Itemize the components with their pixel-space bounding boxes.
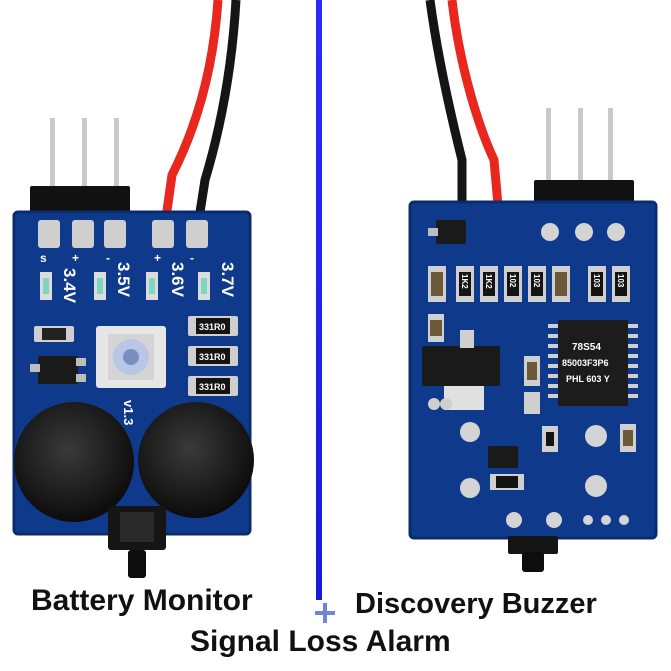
voltage-label: 3.7V xyxy=(218,262,237,298)
voltage-label: 3.4V xyxy=(60,268,79,304)
red-wire xyxy=(160,0,223,226)
resistor-label: 103 xyxy=(592,274,601,288)
header-pin xyxy=(114,118,119,198)
pin-sign: + xyxy=(72,251,79,265)
buzzer-left xyxy=(14,402,134,522)
resistor-label: 102 xyxy=(532,274,541,288)
voltage-regulator xyxy=(422,346,500,386)
black-wire xyxy=(193,0,241,226)
left-board: s + - + - 3.4V 3.5V 3.6V 3.7V 331R0 xyxy=(12,0,254,578)
caption-signal-loss-alarm: Signal Loss Alarm xyxy=(190,625,451,658)
resistor-label: 331R0 xyxy=(199,382,226,392)
voltage-label: 3.5V xyxy=(114,262,133,298)
version-label: v1.3 xyxy=(121,400,136,425)
pin-sign: s xyxy=(40,251,47,265)
buzzer-right xyxy=(138,402,254,518)
black-wire xyxy=(425,0,467,205)
plus-icon xyxy=(312,600,338,626)
pin-header xyxy=(30,186,130,214)
pin-header xyxy=(534,180,634,206)
right-board: 1K2 1K2 102 102 103 103 xyxy=(408,0,658,572)
header-pin xyxy=(608,108,613,188)
resistor-label: 331R0 xyxy=(199,322,226,332)
pin-sign: - xyxy=(190,251,194,265)
header-pin xyxy=(578,108,583,188)
chip-label-2: 85003F3P6 xyxy=(562,358,609,368)
header-pin xyxy=(546,108,551,188)
header-pin xyxy=(50,118,55,198)
chip-label-3: PHL 603 Y xyxy=(566,374,610,384)
chip-label-1: 78S54 xyxy=(572,342,601,353)
resistor-label: 1K2 xyxy=(460,274,469,289)
caption-discovery-buzzer: Discovery Buzzer xyxy=(355,588,597,620)
resistor-label: 1K2 xyxy=(484,274,493,289)
resistor-label: 331R0 xyxy=(199,352,226,362)
main-chip xyxy=(558,320,628,406)
resistor-label: 102 xyxy=(508,274,517,288)
push-button xyxy=(508,536,558,554)
pin-sign: + xyxy=(154,251,161,265)
voltage-label: 3.6V xyxy=(168,262,187,298)
resistor-label: 103 xyxy=(616,274,625,288)
divider-line xyxy=(316,0,322,600)
red-wire xyxy=(447,0,503,206)
pin-sign: - xyxy=(106,251,110,265)
header-pin xyxy=(82,118,87,198)
transistor xyxy=(38,356,78,384)
caption-battery-monitor: Battery Monitor xyxy=(31,584,253,617)
